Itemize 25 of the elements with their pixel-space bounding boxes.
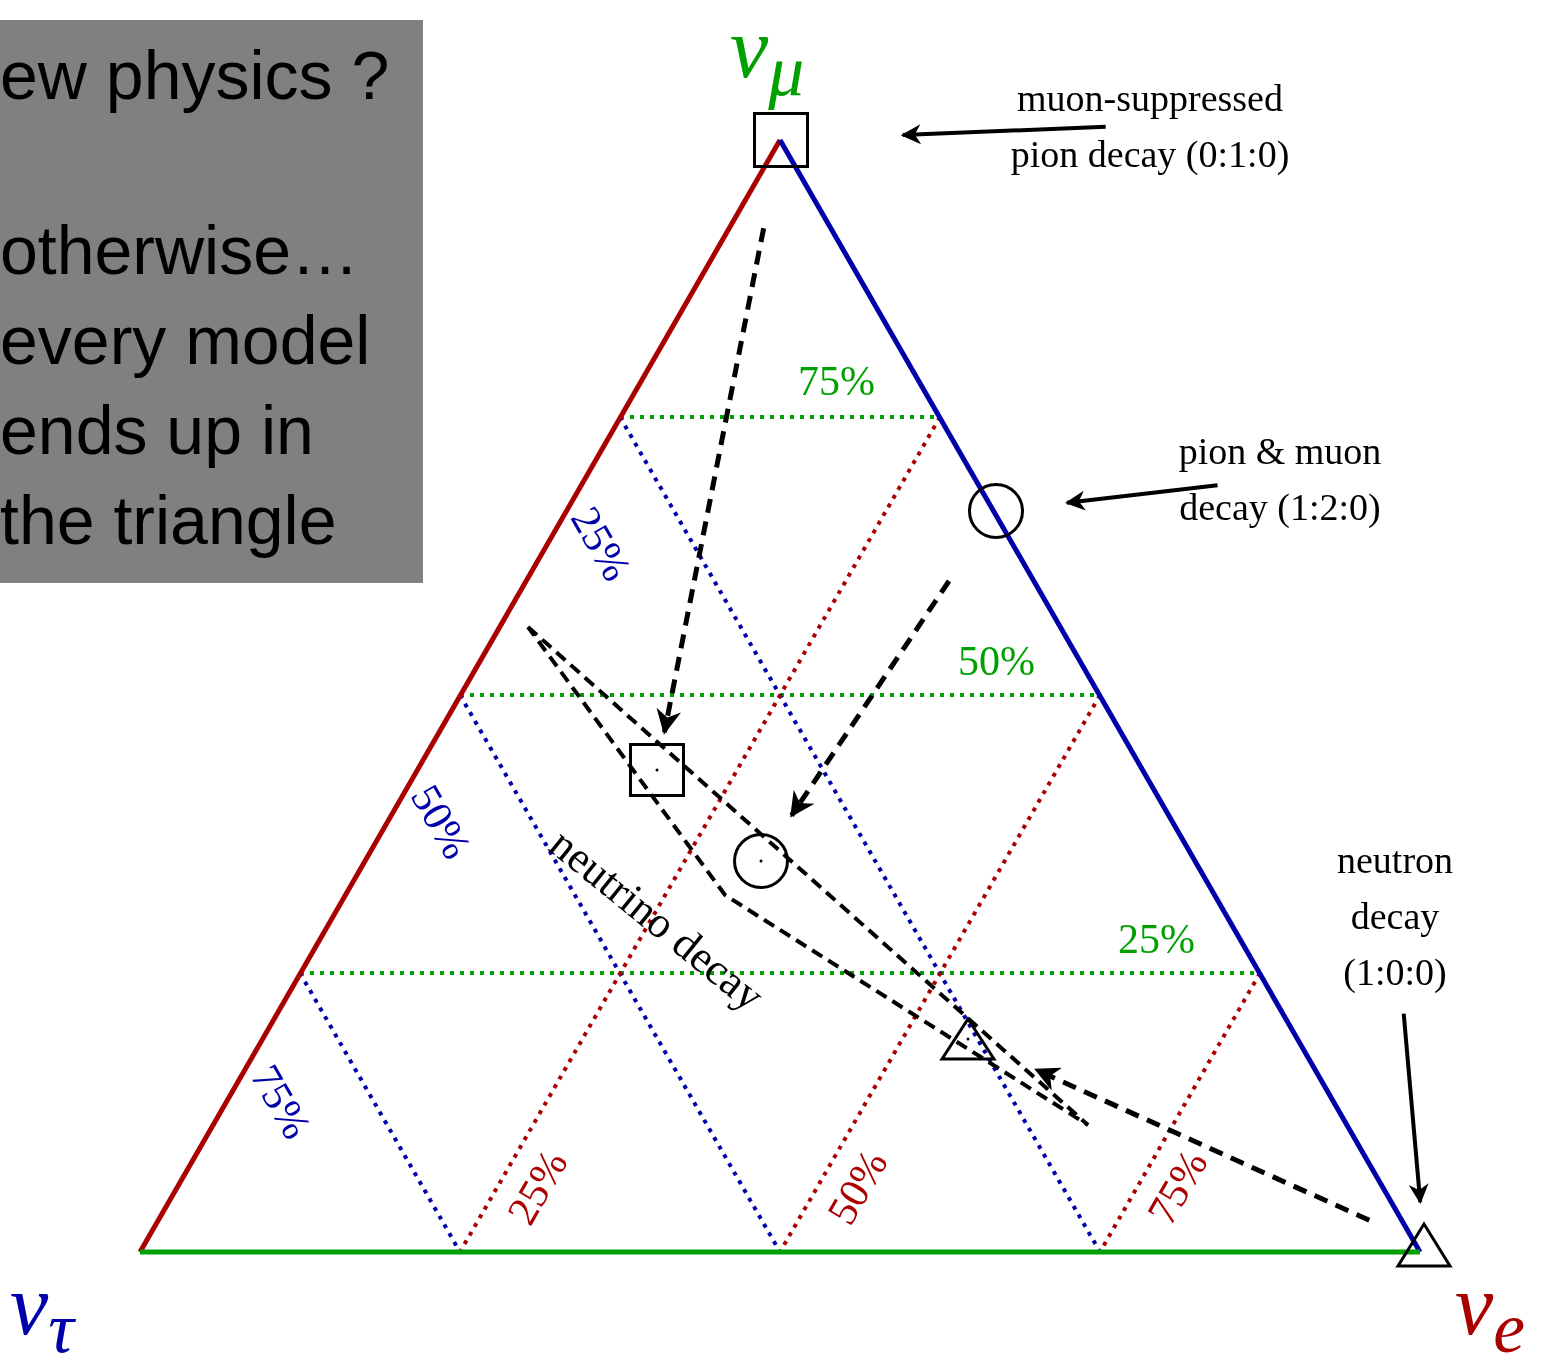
dashed-arrow bbox=[656, 227, 767, 735]
arrow bbox=[900, 124, 1106, 145]
square-marker bbox=[753, 112, 809, 168]
annotation-text: neutron decay (1:0:0) bbox=[1335, 838, 1455, 995]
annotation-text: pion & muon decay (1:2:0) bbox=[1177, 429, 1383, 530]
note-panel bbox=[0, 20, 423, 583]
arrow bbox=[1065, 483, 1218, 511]
axis-label: ν$_{μ}$ bbox=[730, 5, 805, 108]
dashed-arrow bbox=[1034, 1067, 1371, 1223]
percent-label: 50% bbox=[958, 640, 1035, 682]
circle-marker bbox=[968, 483, 1024, 539]
dashed-arrow bbox=[789, 579, 952, 818]
circle-marker bbox=[733, 833, 789, 889]
triangle-marker bbox=[1396, 1222, 1452, 1268]
triangle-marker bbox=[940, 1017, 996, 1061]
square-marker bbox=[629, 743, 685, 797]
arrow bbox=[1401, 1013, 1429, 1205]
percent-label: 75% bbox=[1140, 1143, 1215, 1231]
axis-label: ν$_{τ}$ bbox=[10, 1262, 74, 1353]
axis-label: ν$_{e}$ bbox=[1455, 1262, 1525, 1353]
percent-label: 25% bbox=[1118, 918, 1195, 960]
annotation-text: muon-suppressed pion decay (0:1:0) bbox=[1009, 76, 1291, 177]
note-text: ew physics ? bbox=[0, 36, 391, 115]
percent-label: 75% bbox=[798, 360, 875, 402]
note-text: otherwise… every model ends up in the triangle bbox=[0, 211, 372, 560]
